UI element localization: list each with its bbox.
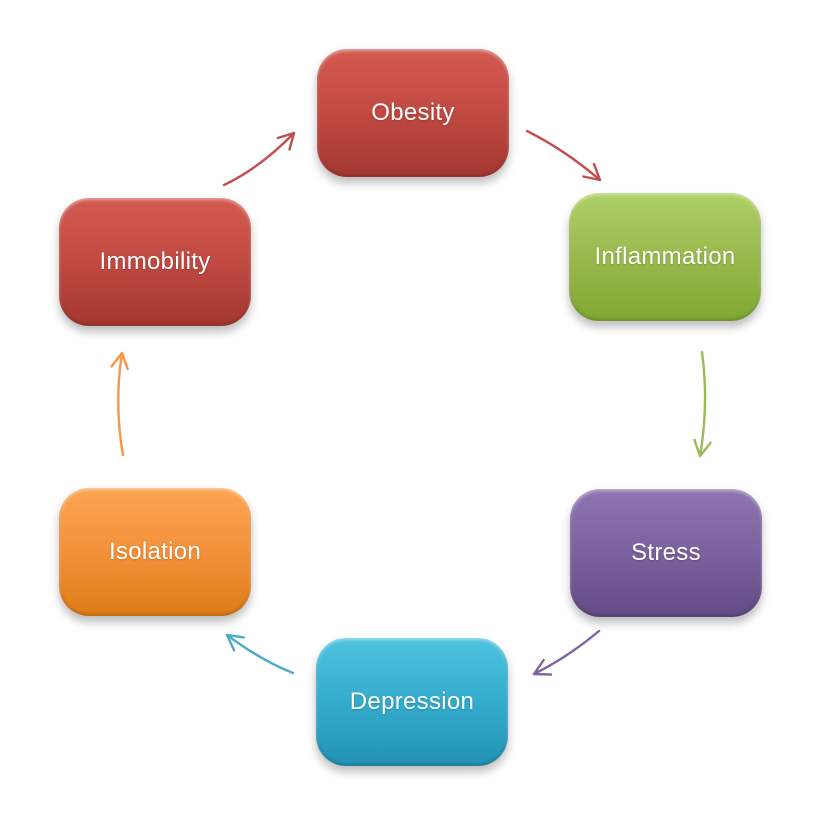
node-stress: Stress xyxy=(570,489,762,617)
node-label: Depression xyxy=(349,688,475,715)
arrow-stress-to-depression xyxy=(532,629,601,676)
node-obesity: Obesity xyxy=(317,49,509,177)
node-label: Stress xyxy=(631,539,701,566)
node-label: Immobility xyxy=(99,248,211,275)
arrowhead-isolation-to-immobility xyxy=(110,351,129,371)
arrowhead-inflammation-to-stress xyxy=(693,438,712,458)
arrow-obesity-to-inflammation xyxy=(525,129,602,182)
node-label: Inflammation xyxy=(594,243,736,270)
arrowhead-immobility-to-obesity xyxy=(276,131,296,151)
arrow-inflammation-to-stress xyxy=(698,350,707,458)
arrowhead-obesity-to-inflammation xyxy=(582,162,602,182)
arrowhead-depression-to-isolation xyxy=(225,633,245,652)
node-isolation: Isolation xyxy=(59,488,251,616)
arrowhead-stress-to-depression xyxy=(532,658,553,676)
arrow-immobility-to-obesity xyxy=(222,131,296,187)
arrow-depression-to-isolation xyxy=(225,633,295,675)
node-label: Isolation xyxy=(108,538,202,565)
node-inflammation: Inflammation xyxy=(569,193,761,321)
arrow-isolation-to-immobility xyxy=(117,351,125,457)
node-label: Obesity xyxy=(371,99,455,126)
node-depression: Depression xyxy=(316,638,508,766)
node-immobility: Immobility xyxy=(59,198,251,326)
